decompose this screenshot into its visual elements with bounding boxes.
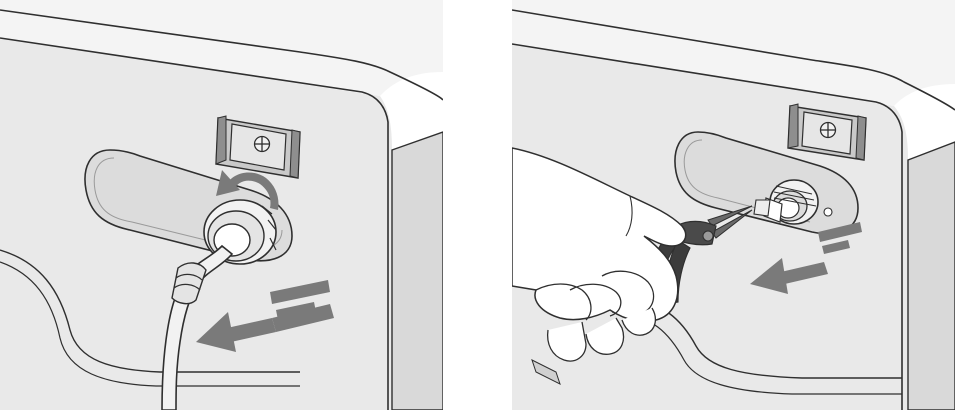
screw-icon [821, 123, 836, 138]
screw-icon [255, 137, 270, 152]
panel-remove-filter [512, 0, 955, 410]
machine-side-panel [392, 132, 443, 410]
machine-side-panel [908, 142, 955, 410]
panel-remove-hose [0, 0, 443, 410]
